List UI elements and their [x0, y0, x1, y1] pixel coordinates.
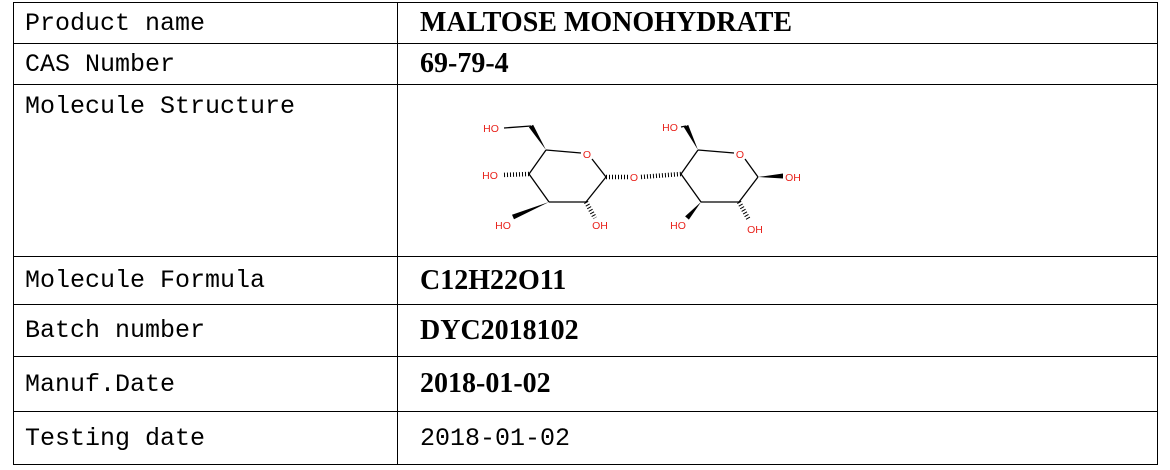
testing-date-label: Testing date: [13, 411, 398, 465]
atom-label: HO: [482, 170, 498, 182]
molecule-formula-label: Molecule Formula: [13, 256, 398, 305]
cas-number-value: 69-79-4: [397, 43, 1158, 85]
molecule-structure-diagram: HO O HO O HO OH HO O OH HO OH: [482, 122, 801, 236]
product-name-label: Product name: [13, 2, 398, 44]
ring1-bond-r-br: [585, 176, 607, 202]
ring2-bottom-right-hash: [737, 200, 751, 221]
batch-number-value: DYC2018102: [397, 304, 1158, 357]
row-molecule-structure: Molecule Structure: [13, 84, 1158, 257]
batch-number-label: Batch number: [13, 304, 398, 357]
ring1-ch2oh-bond: [503, 124, 532, 129]
atom-label: O: [630, 172, 638, 184]
atom-label: HO: [670, 220, 686, 232]
row-molecule-formula: Molecule Formula C12H22O11: [13, 256, 1158, 305]
ring1-left-oh-hash: [501, 171, 530, 177]
glycosidic-bridge: [606, 171, 682, 179]
ring2-bond-bl-l: [680, 173, 702, 202]
glucose-ring-2: [680, 124, 783, 221]
product-spec-table: Product name MALTOSE MONOHYDRATE CAS Num…: [13, 2, 1158, 465]
ring1-bond-bl-l: [528, 173, 550, 202]
manuf-date-value: 2018-01-02: [397, 356, 1158, 412]
ring1-bottom-left-wedge: [512, 201, 549, 219]
row-testing-date: Testing date 2018-01-02: [13, 411, 1158, 465]
ring2-bond-o-r: [744, 158, 759, 177]
ring1-bottom-right-hash: [584, 200, 597, 219]
molecule-structure-label: Molecule Structure: [13, 84, 398, 257]
atom-label: OH: [785, 172, 801, 184]
bridge-right-hash: [640, 171, 682, 179]
ring1-bond-o-r: [591, 158, 607, 177]
row-batch-number: Batch number DYC2018102: [13, 304, 1158, 357]
ring2-bond-l-tl: [680, 149, 699, 174]
ring1-ch2-wedge: [528, 124, 546, 150]
ring2-bond-r-br: [738, 176, 759, 202]
row-cas-number: CAS Number 69-79-4: [13, 43, 1158, 85]
ring2-ch2-wedge: [683, 124, 698, 150]
row-manuf-date: Manuf.Date 2018-01-02: [13, 356, 1158, 412]
manuf-date-label: Manuf.Date: [13, 356, 398, 412]
molecule-structure-cell: HO O HO O HO OH HO O OH HO OH: [397, 84, 1158, 257]
row-product-name: Product name MALTOSE MONOHYDRATE: [13, 2, 1158, 44]
atom-label: HO: [495, 220, 511, 232]
atom-labels: HO O HO O HO OH HO O OH HO OH: [482, 122, 801, 236]
atom-label: HO: [662, 122, 678, 134]
ring2-bond-tl-o: [697, 148, 735, 154]
ring1-bond-tl-o: [545, 148, 582, 154]
cas-number-label: CAS Number: [13, 43, 398, 85]
testing-date-value: 2018-01-02: [397, 411, 1158, 465]
atom-label: OH: [747, 224, 763, 236]
atom-label: O: [583, 149, 591, 161]
molecule-formula-value: C12H22O11: [397, 256, 1158, 305]
product-name-value: MALTOSE MONOHYDRATE: [397, 2, 1158, 44]
atom-label: OH: [592, 220, 608, 232]
ring2-right-wedge: [758, 173, 783, 178]
glucose-ring-1: [501, 124, 607, 219]
ring2-bottom-left-wedge: [685, 201, 701, 220]
atom-label: HO: [483, 123, 499, 135]
ring1-bond-l-tl: [528, 149, 547, 174]
ring2-ch2oh-bond: [680, 124, 687, 128]
atom-label: O: [736, 149, 744, 161]
